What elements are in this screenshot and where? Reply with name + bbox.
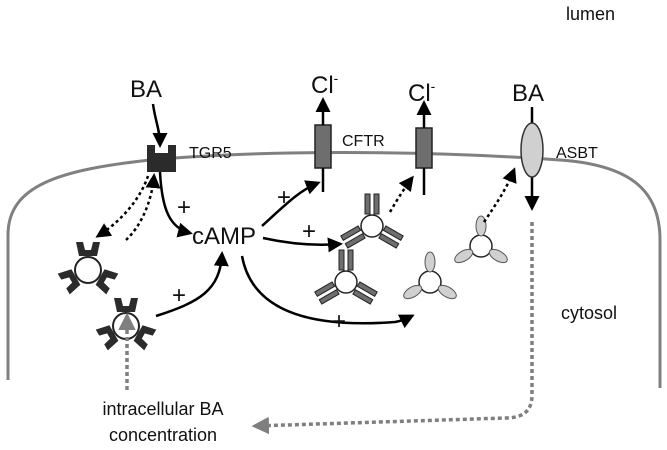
cytosol-label: cytosol — [561, 303, 617, 323]
asbt-label: ASBT — [556, 145, 598, 162]
asbt-vesicle-to-membrane-dotted-arrow — [482, 167, 517, 223]
ba-influx-dotted-arrow — [251, 222, 534, 435]
cftr-vesicle-upper — [340, 193, 404, 249]
plus-vesicle-camp: + — [172, 282, 186, 309]
cftr-vesicle-lower — [314, 249, 378, 305]
lumen-label: lumen — [566, 4, 615, 24]
asbt-vesicle-lower — [400, 251, 460, 303]
cftr-label: CFTR — [342, 133, 385, 150]
plus-camp-cftr-vesicle: + — [302, 218, 316, 245]
plus-camp-cftr: + — [277, 184, 291, 211]
cftr-channel-right — [415, 100, 433, 195]
asbt-vesicle-upper — [451, 215, 511, 267]
ba-top-label: BA — [130, 76, 162, 103]
tgr5-recycling-dotted-arrow — [125, 173, 161, 241]
camp-label: cAMP — [192, 223, 256, 250]
ba-right-label: BA — [512, 80, 544, 107]
intracellular-ba-label-line1: intracellular BA — [102, 399, 223, 419]
tgr5-receptor — [147, 145, 176, 172]
tgr5-vesicle-upper — [56, 241, 120, 296]
vesicle-to-camp-arrow — [155, 251, 229, 318]
intracellular-ba-label-line2: concentration — [109, 425, 217, 445]
cl-right-label: Cl- — [408, 78, 436, 107]
ba-to-tgr5-arrow — [151, 103, 168, 148]
cell-membrane — [6, 151, 662, 388]
tgr5-to-camp-arrow — [158, 171, 193, 238]
cftr-vesicle-to-membrane-dotted-arrow — [388, 175, 414, 213]
plus-tgr5-camp: + — [177, 194, 191, 221]
cftr-channel-left — [314, 97, 332, 192]
plus-camp-asbt-vesicle: + — [332, 308, 346, 335]
tgr5-label: TGR5 — [189, 145, 232, 162]
camp-to-cftr-vesicle-arrow — [262, 236, 343, 253]
cl-left-label: Cl- — [311, 70, 339, 99]
asbt-transporter — [520, 107, 544, 211]
camp-to-asbt-vesicle-arrow — [240, 255, 415, 329]
camp-to-cftr-arrow — [261, 180, 321, 227]
tgr5-endocytosis-dotted-arrow — [95, 175, 150, 238]
